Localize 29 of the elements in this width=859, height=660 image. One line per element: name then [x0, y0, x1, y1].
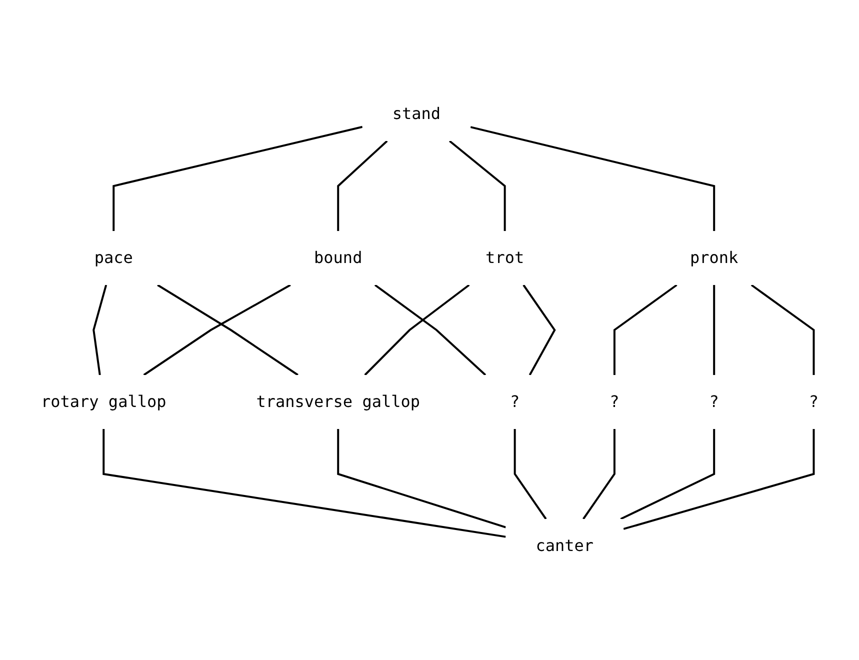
node-text: bound [314, 248, 362, 267]
node-text: transverse gallop [256, 392, 420, 411]
connector [336, 140, 388, 231]
connector [582, 429, 616, 520]
connector [364, 284, 470, 376]
node-text: ? [609, 392, 619, 411]
node-text: pace [94, 248, 133, 267]
connector [613, 284, 678, 375]
connector [750, 284, 814, 375]
connector [374, 284, 486, 376]
node-text: ? [510, 392, 520, 411]
connector [514, 429, 546, 520]
connector [522, 284, 556, 376]
node-text: stand [392, 104, 440, 123]
node-text: pronk [690, 248, 738, 267]
connector [448, 140, 506, 231]
connector [102, 429, 506, 538]
connector [336, 429, 506, 528]
node-text: ? [709, 392, 719, 411]
connector [712, 285, 715, 375]
node-text: trot [485, 248, 524, 267]
connector [470, 126, 715, 231]
connector [92, 284, 107, 376]
connector [620, 429, 715, 520]
node-text: rotary gallop [40, 392, 166, 411]
node-text: canter [535, 536, 594, 555]
connector [112, 126, 362, 231]
connector [622, 429, 814, 530]
node-text: ? [808, 392, 818, 411]
